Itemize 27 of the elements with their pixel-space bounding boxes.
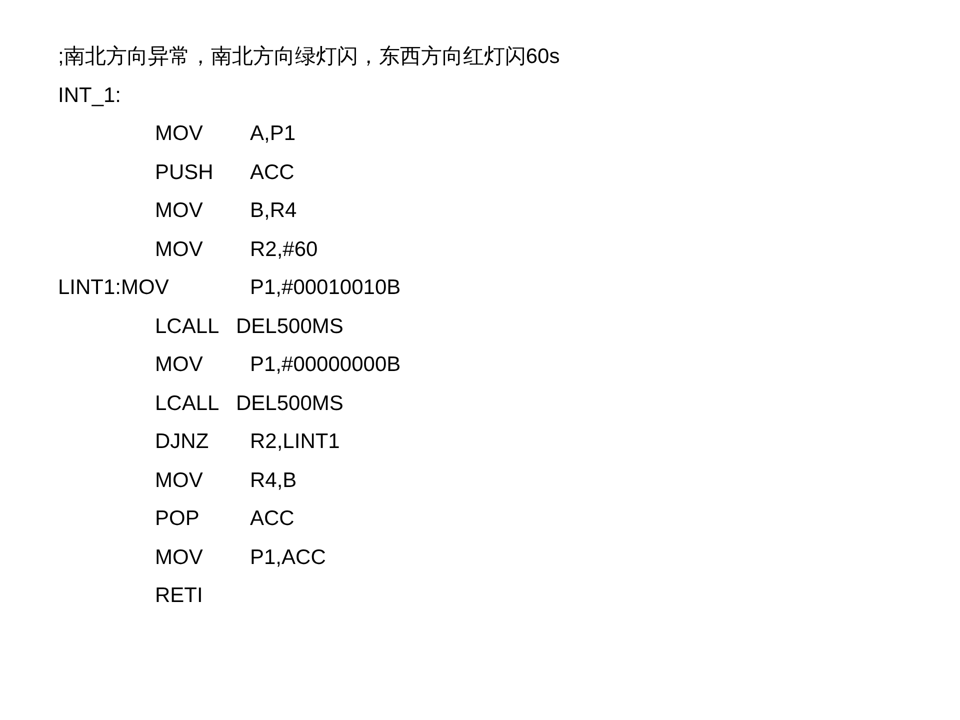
- instruction-operand: ACC: [250, 160, 294, 186]
- instruction-operand: R2,LINT1: [250, 429, 340, 455]
- instruction-mnemonic: RETI: [155, 583, 203, 609]
- instruction-mnemonic: MOV: [155, 121, 203, 147]
- instruction-operand: B,R4: [250, 198, 297, 224]
- instruction-mnemonic: LCALL: [155, 390, 220, 416]
- instruction-operand: R4,B: [250, 468, 297, 494]
- instruction-operand: DEL500MS: [236, 390, 344, 416]
- instruction-operand: P1,#00010010B: [250, 275, 401, 301]
- instruction-operand: P1,#00000000B: [250, 352, 401, 378]
- instruction-operand: DEL500MS: [236, 314, 344, 340]
- instruction-mnemonic: LCALL: [155, 314, 220, 340]
- comment-text: ;南北方向异常，南北方向绿灯闪，东西方向红灯闪60s: [58, 44, 560, 70]
- instruction-mnemonic: MOV: [155, 352, 203, 378]
- instruction-mnemonic: MOV: [155, 198, 203, 224]
- instruction-operand: ACC: [250, 506, 294, 532]
- instruction-mnemonic: POP: [155, 506, 200, 532]
- instruction-operand: P1,ACC: [250, 544, 326, 570]
- instruction-mnemonic: DJNZ: [155, 429, 209, 455]
- instruction-mnemonic: MOV: [155, 236, 203, 262]
- instruction-mnemonic: MOV: [155, 468, 203, 494]
- labelled-instruction: LINT1:MOV: [58, 275, 169, 301]
- instruction-operand: R2,#60: [250, 236, 318, 262]
- instruction-mnemonic: MOV: [155, 544, 203, 570]
- instruction-mnemonic: PUSH: [155, 160, 214, 186]
- code-label: INT_1:: [58, 82, 122, 108]
- instruction-operand: A,P1: [250, 121, 296, 147]
